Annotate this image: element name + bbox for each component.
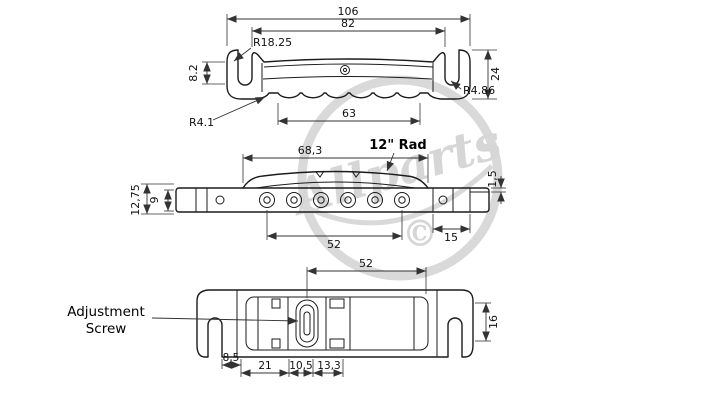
dim-left-height: 8.2 [187,61,225,85]
dim-105: 10,5 [289,359,314,377]
dim-85-label: 8,5 [223,352,240,364]
note-12in-rad-label: 12" Rad [369,138,426,153]
dim-9-label: 9 [148,197,161,204]
dim-16-label: 16 [487,315,500,329]
saddle-ridge-outline [242,170,429,189]
bottom-pad-top-left [271,298,281,309]
dim-r486-label: R4.86 [463,84,495,97]
dim-85: 8,5 [221,352,242,377]
bottom-recess-outline [245,296,429,351]
adjustment-slot-outline [295,299,319,348]
watermark-swoosh [306,164,494,226]
bottom-pad-bottom-left [271,338,281,349]
saddle-notch-2 [351,170,361,178]
dim-15-label: 1,5 [486,170,499,188]
tailpiece-bottom-outline [196,289,474,358]
left-mount-hole [215,195,225,205]
bottom-pad-bottom [329,338,345,349]
dim-683-label: 68,3 [298,144,323,157]
bottom-view: 52 Adjustment Screw 16 8,5 21 [67,257,500,377]
tailpiece-front-outline [226,49,471,100]
dim-24-label: 24 [489,67,502,81]
dim-15mm-label: 15 [444,231,458,244]
dim-lip: 1,5 [486,170,506,204]
adjustment-screw-head [299,304,315,343]
front-top-bevel-line [263,63,434,68]
dim-small-radius: R4.1 [189,96,266,129]
side-view: 68,3 12" Rad 12,75 9 1,5 [129,138,506,251]
dim-overall-width: 106 [226,5,471,46]
vent-hole-outer [340,65,350,75]
dim-133: 13,3 [313,359,344,377]
dim-ear-radius: R18.25 [233,36,292,62]
dim-right-radius: R4.86 [450,80,495,97]
dim-saddle-width: 68,3 [242,144,429,183]
adjustment-screw-label-line1: Adjustment [67,304,145,320]
dim-21-label: 21 [258,360,271,372]
adjustment-screw-slot [303,311,311,336]
string-holes [259,192,410,208]
dim-82-label: 82 [341,17,355,30]
dim-end-width: 15 [432,214,471,244]
dim-52-bottom-label: 52 [359,257,373,270]
dim-82mm-label: 8.2 [187,64,200,82]
saddle-ridge-inner-line [255,181,416,189]
tailpiece-side-outline [175,187,490,213]
dim-hole-span: 52 [266,210,403,251]
vent-hole-inner [342,67,348,73]
dim-106-label: 106 [338,5,359,18]
adjustment-screw-label-line2: Screw [86,321,127,337]
bottom-pad-top [329,298,345,309]
dim-63-label: 63 [342,107,356,120]
dim-bottom-span: 52 [306,257,427,298]
right-mount-hole [438,195,448,205]
dim-r1825-label: R18.25 [253,36,292,49]
watermark-circle [297,75,503,281]
dim-21: 21 [241,359,290,377]
dim-overall-height: 24 [472,49,502,100]
dim-133-label: 13,3 [317,360,340,372]
dim-r41-label: R4.1 [189,116,214,129]
note-radius: 12" Rad [369,138,427,172]
dim-105-label: 10,5 [289,360,312,372]
watermark-copyright: © [402,213,438,255]
dim-body-width: 63 [277,103,421,125]
dim-52-side-label: 52 [327,238,341,251]
watermark: Allparts © [284,75,507,281]
saddle-notch-1 [315,170,325,178]
dim-total-height: 12,75 [129,183,174,216]
adjustment-screw-callout: Adjustment Screw [67,304,299,337]
dim-bottom-height: 16 [475,302,500,342]
dim-1275-label: 12,75 [129,184,142,216]
top-view: 106 82 R18.25 8.2 24 [187,5,502,129]
front-face-edge-line [262,76,433,80]
dim-inner-width: 82 [251,17,446,47]
dim-body-height: 9 [148,189,174,212]
